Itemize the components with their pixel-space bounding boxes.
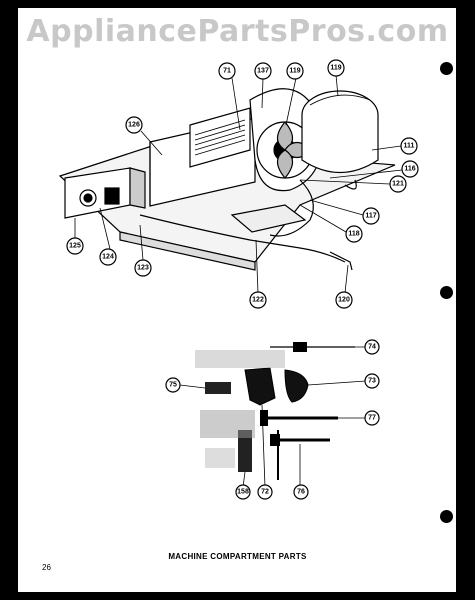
svg-text:126: 126 xyxy=(128,122,140,129)
svg-text:119: 119 xyxy=(289,68,300,75)
svg-text:76: 76 xyxy=(297,489,305,496)
svg-text:119: 119 xyxy=(330,65,341,72)
binder-hole-middle xyxy=(440,286,453,299)
svg-text:121: 121 xyxy=(392,181,404,188)
control-parts-group xyxy=(195,342,355,480)
binder-hole-top xyxy=(440,62,453,75)
callout-72: 72 xyxy=(257,484,273,500)
callout-71: 71 xyxy=(218,62,236,80)
callout-111: 111 xyxy=(400,137,418,155)
page-number: 26 xyxy=(42,563,51,572)
leader-lines xyxy=(74,74,403,488)
svg-text:124: 124 xyxy=(102,254,114,261)
callout-119-fan: 119 xyxy=(286,62,304,80)
svg-text:118: 118 xyxy=(348,231,359,238)
callout-137: 137 xyxy=(254,62,272,80)
callout-76: 76 xyxy=(293,484,309,500)
callout-121: 121 xyxy=(389,175,407,193)
callout-124: 124 xyxy=(99,248,117,266)
svg-text:73: 73 xyxy=(368,378,376,385)
callout-158: 158 xyxy=(235,484,251,500)
callout-126: 126 xyxy=(125,116,143,134)
machine-compartment-assembly xyxy=(58,88,396,271)
callout-123: 123 xyxy=(134,259,152,277)
svg-text:111: 111 xyxy=(404,143,415,150)
callout-116: 116 xyxy=(401,160,419,178)
svg-text:77: 77 xyxy=(368,415,376,422)
svg-text:117: 117 xyxy=(365,213,376,220)
callout-120: 120 xyxy=(335,291,353,309)
callout-122: 122 xyxy=(249,291,267,309)
svg-text:71: 71 xyxy=(223,68,231,75)
svg-text:72: 72 xyxy=(261,489,269,496)
callout-125: 125 xyxy=(66,237,84,255)
svg-text:74: 74 xyxy=(368,344,376,351)
svg-text:125: 125 xyxy=(69,243,81,250)
svg-text:158: 158 xyxy=(237,489,249,496)
svg-text:116: 116 xyxy=(404,166,415,173)
callout-75: 75 xyxy=(165,377,181,393)
svg-text:75: 75 xyxy=(169,382,177,389)
callout-118: 118 xyxy=(345,225,363,243)
callout-74: 74 xyxy=(364,339,380,355)
callout-119-compressor: 119 xyxy=(327,59,345,77)
svg-text:120: 120 xyxy=(338,297,350,304)
svg-text:123: 123 xyxy=(137,265,149,272)
svg-text:122: 122 xyxy=(252,297,264,304)
diagram-caption: MACHINE COMPARTMENT PARTS xyxy=(168,552,307,561)
callout-117: 117 xyxy=(362,207,380,225)
svg-text:137: 137 xyxy=(257,68,269,75)
callout-73: 73 xyxy=(364,373,380,389)
callout-77: 77 xyxy=(364,410,380,426)
binder-hole-bottom xyxy=(440,510,453,523)
